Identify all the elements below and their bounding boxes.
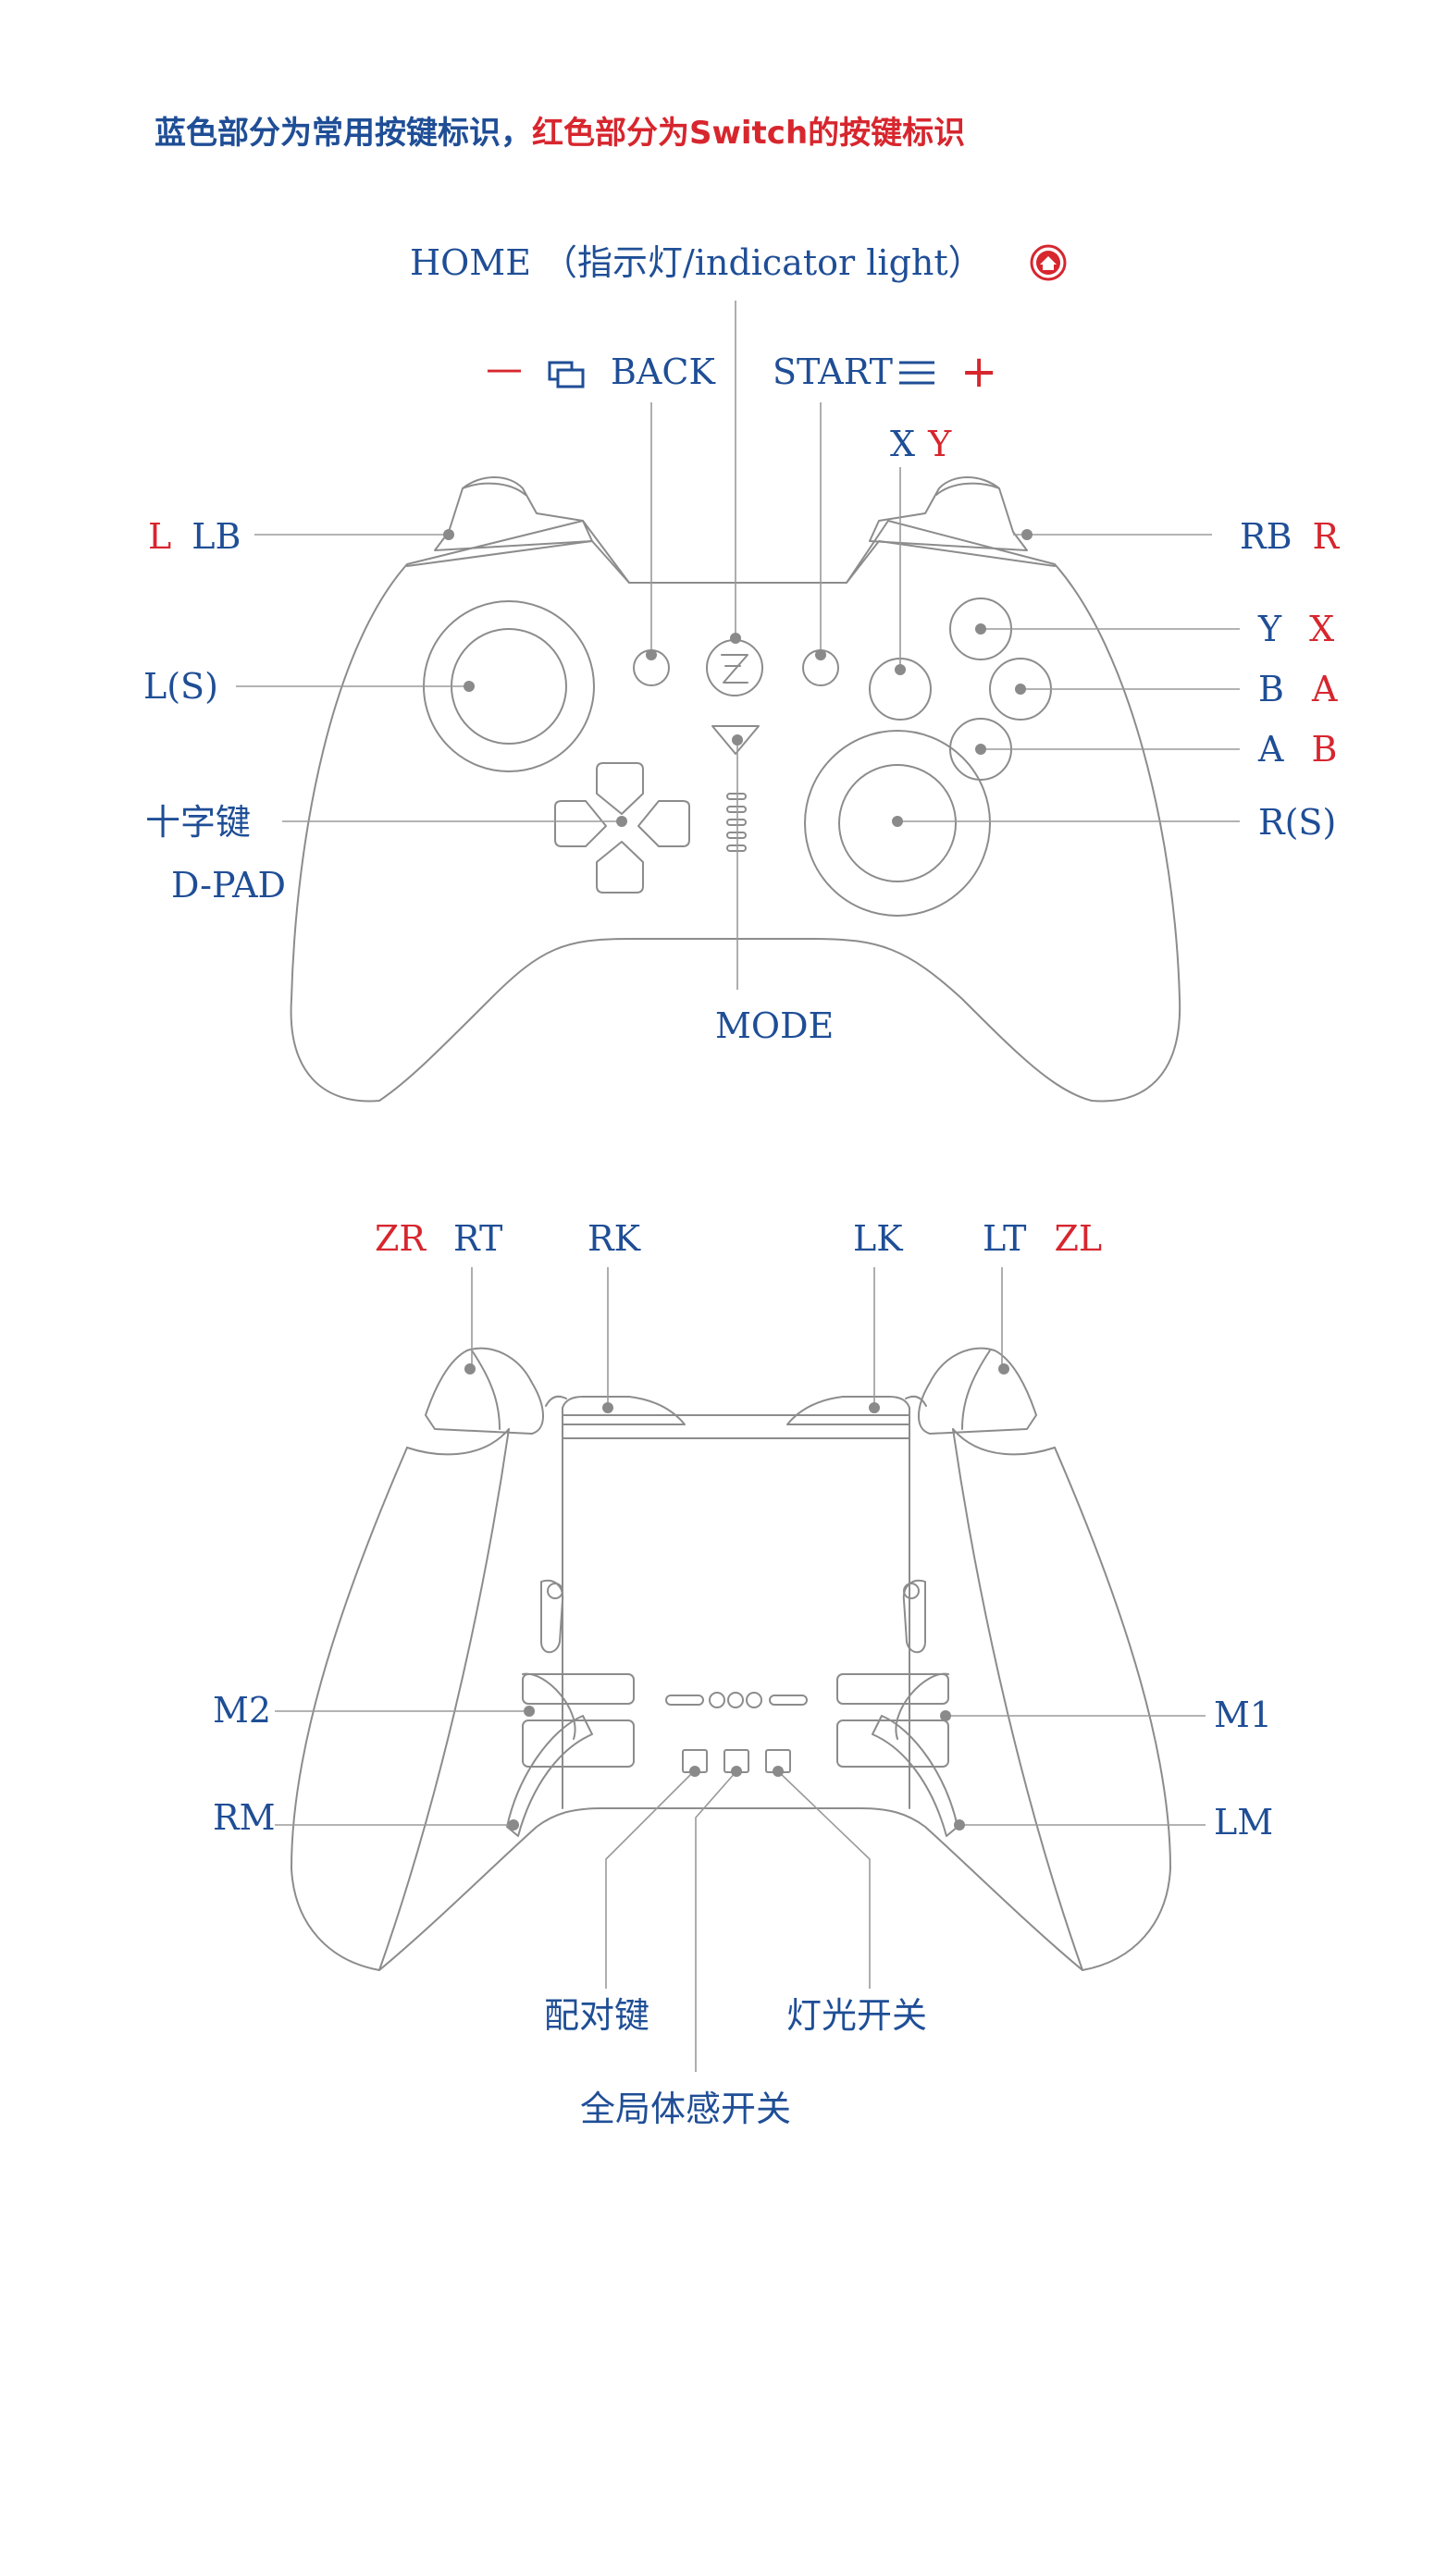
a-label: A (1257, 729, 1284, 770)
legend-blue-text: 蓝色部分为常用按键标识， (155, 115, 532, 152)
plus-label: + (960, 346, 997, 398)
start-label: START (773, 351, 893, 392)
menu-icon (899, 361, 934, 385)
home-button (706, 639, 763, 696)
lm-label: LM (1214, 1802, 1273, 1843)
dpad (554, 762, 690, 894)
zl-switch-label: ZL (1054, 1218, 1102, 1259)
svg-text:AB: AB (1257, 729, 1337, 770)
home-label: HOME （指示灯/indicator light） (410, 242, 983, 283)
home-icon (1030, 244, 1067, 281)
legend-red-text: 红色部分为Switch的按键标识 (532, 115, 965, 152)
rm-paddle (506, 1715, 593, 1837)
left-stick-label: L(S) (143, 666, 218, 707)
x-switch-label: X (1309, 609, 1334, 649)
svg-text:蓝色部分为常用按键标识，红色部分为Switch的按键标识: 蓝色部分为常用按键标识，红色部分为Switch的按键标识 (155, 115, 965, 152)
b-switch-label: B (1311, 729, 1337, 770)
lt-label: LT (983, 1218, 1026, 1259)
capture-icon (548, 361, 585, 388)
l-switch-label: L (148, 516, 171, 557)
m1-label: M1 (1214, 1695, 1272, 1735)
lk-label: LK (853, 1218, 903, 1259)
minus-label: — (486, 348, 523, 390)
y-switch-label: Y (927, 424, 952, 464)
svg-text:RBR: RB R (1240, 516, 1341, 557)
m2-paddle (522, 1719, 635, 1768)
x-label: X (890, 424, 915, 464)
right-stick-ring (804, 730, 991, 917)
mode-button (711, 725, 760, 755)
r-switch-label: R (1313, 516, 1341, 557)
rm-label: RM (213, 1797, 276, 1838)
a-switch-label: A (1311, 669, 1338, 709)
svg-text:LLB: L LB (148, 516, 241, 557)
dpad-en-label: D-PAD (171, 865, 286, 906)
lb-label: LB (192, 516, 241, 557)
light-switch-label: 灯光开关 (786, 1995, 927, 2036)
m1-paddle-top (836, 1673, 949, 1705)
svg-text:XY: XY (890, 424, 952, 464)
dpad-cn-label: 十字键 (145, 802, 251, 843)
right-stick (838, 764, 957, 882)
lt-trigger (918, 1347, 1037, 1435)
rt-trigger (425, 1347, 544, 1435)
svg-text:YX: YX (1257, 609, 1334, 649)
rk-key (562, 1396, 686, 1425)
right-stick-label: R(S) (1258, 802, 1336, 843)
y-label: Y (1257, 609, 1282, 649)
pair-key-label: 配对键 (544, 1995, 649, 2036)
rt-label: RT (453, 1218, 502, 1259)
lk-key (786, 1396, 910, 1425)
zr-switch-label: ZR (375, 1218, 427, 1259)
front-controller-body (290, 520, 1181, 1103)
svg-text:BA: BA (1258, 669, 1338, 709)
b-label: B (1258, 669, 1284, 709)
back-controller-body (291, 1447, 1171, 1971)
motion-switch-label: 全局体感开关 (580, 2089, 791, 2129)
back-label: BACK (611, 351, 715, 392)
rb-label: RB (1240, 516, 1292, 557)
m2-label: M2 (213, 1690, 271, 1731)
m2-paddle-top (522, 1673, 635, 1705)
rk-label: RK (587, 1218, 641, 1259)
back-view: ZR RT RK LK LT ZL M2 M1 RM LM 配对键 灯光开关 全局体… (213, 1218, 1273, 2129)
m1-paddle (836, 1719, 949, 1768)
front-view: HOME （指示灯/indicator light） — BACK START … (143, 242, 1341, 1103)
home-logo-icon (721, 654, 748, 684)
mode-label: MODE (715, 1005, 834, 1046)
lm-paddle (872, 1715, 958, 1837)
